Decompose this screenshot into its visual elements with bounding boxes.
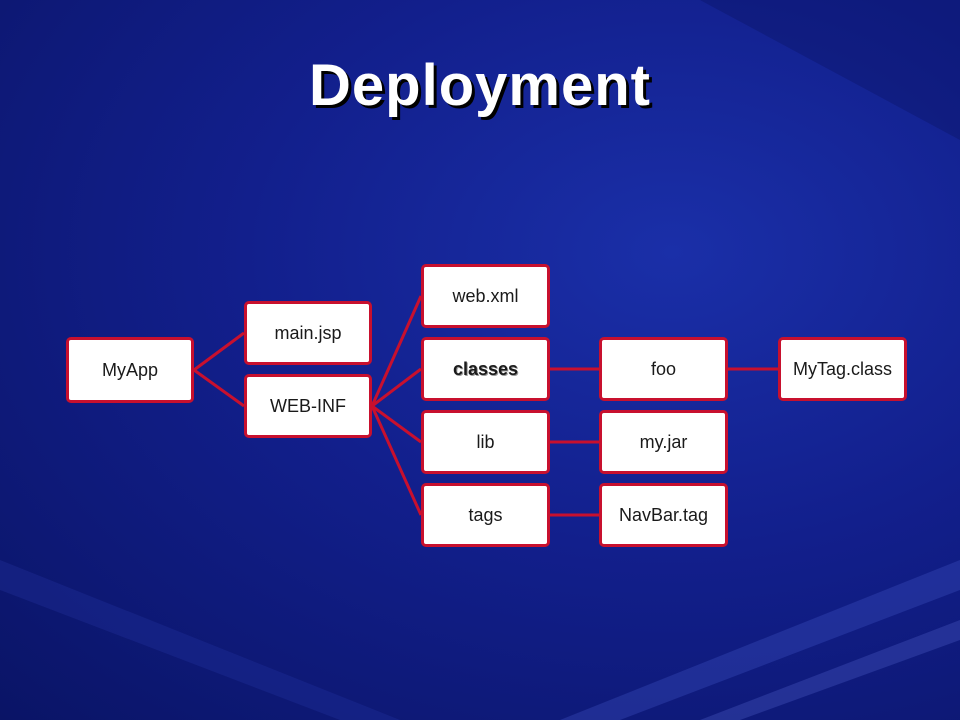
connector-webinf-webxml	[370, 295, 423, 407]
node-classes: classes	[421, 337, 550, 401]
node-foo: foo	[599, 337, 728, 401]
node-lib: lib	[421, 410, 550, 474]
node-navbar-tag: NavBar.tag	[599, 483, 728, 547]
slide-title: Deployment	[309, 53, 651, 118]
connector-webinf-lib	[371, 404, 422, 444]
node-web-xml: web.xml	[421, 264, 550, 328]
node-mytag-class: MyTag.class	[778, 337, 907, 401]
node-my-jar: my.jar	[599, 410, 728, 474]
connector-myapp-webinf	[193, 368, 245, 408]
connector-webinf-classes	[371, 367, 422, 408]
connector-myapp-mainjsp	[193, 331, 245, 372]
connector-webinf-tags	[370, 405, 423, 516]
node-web-inf: WEB-INF	[244, 374, 372, 438]
node-main-jsp: main.jsp	[244, 301, 372, 365]
node-tags: tags	[421, 483, 550, 547]
node-myapp: MyApp	[66, 337, 194, 403]
